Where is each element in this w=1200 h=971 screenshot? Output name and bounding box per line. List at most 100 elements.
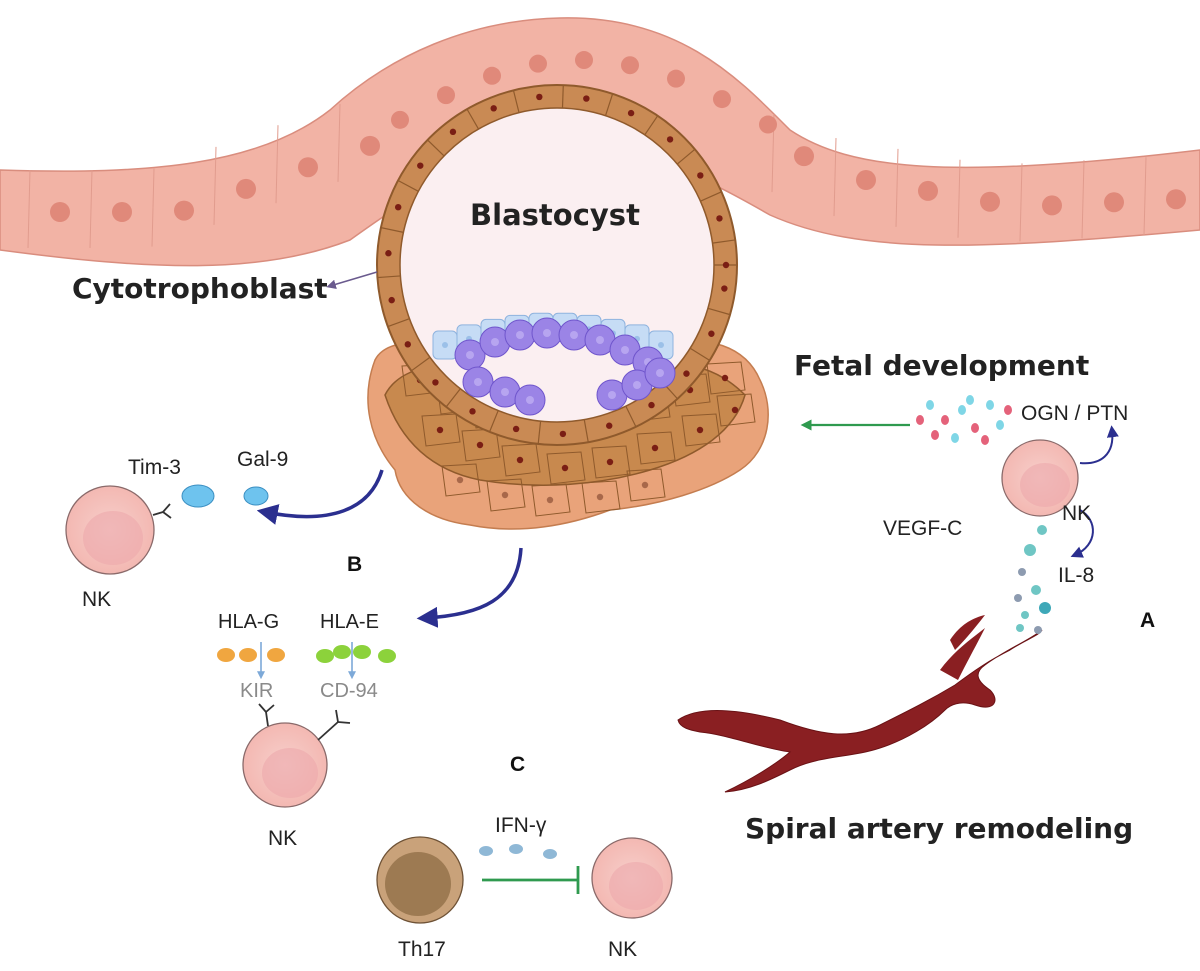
trophoblast-nucleus bbox=[417, 162, 424, 169]
cd94-receptor bbox=[317, 709, 351, 741]
spiral-artery-label: Spiral artery remodeling bbox=[745, 812, 1133, 845]
cytotrophoblast-arrow bbox=[326, 271, 378, 289]
kir-label: KIR bbox=[240, 680, 273, 702]
epithelial-cell-border bbox=[275, 125, 279, 204]
secretion-particle bbox=[958, 405, 966, 415]
trophoblast-cell-border bbox=[512, 90, 520, 113]
epithelial-cell-border bbox=[895, 148, 899, 227]
trophoblast-cell-border bbox=[700, 191, 722, 202]
nk-bottom-label: NK bbox=[608, 938, 637, 961]
hla-arrow bbox=[416, 547, 523, 628]
trophoblast-cell-border bbox=[427, 139, 445, 157]
trophoblast-cell bbox=[706, 361, 746, 395]
vegf-particle bbox=[1018, 568, 1026, 576]
blastocyst bbox=[376, 84, 738, 446]
epithelial-nucleus bbox=[529, 54, 547, 73]
trophoblast-nucleus bbox=[708, 330, 715, 337]
vegf-particle bbox=[1034, 626, 1042, 634]
nk-cell-left bbox=[65, 485, 155, 575]
trophoblast-cell-border bbox=[380, 226, 404, 233]
il8-label: IL-8 bbox=[1058, 564, 1094, 587]
trophoblast-cell-border bbox=[411, 356, 431, 372]
hypoblast-nucleus bbox=[621, 346, 629, 354]
epithelial-nucleus bbox=[980, 191, 1000, 212]
tag-b: B bbox=[347, 553, 362, 576]
th17-inhibits-nk bbox=[482, 866, 580, 894]
trophoblast-cell bbox=[681, 413, 721, 447]
epithelial-cell-border bbox=[27, 169, 31, 249]
trophoblast-cell-border bbox=[625, 405, 637, 428]
trophoblast-cell bbox=[501, 443, 541, 477]
tim3-label: Tim-3 bbox=[128, 456, 181, 479]
fetal-development-secretions bbox=[916, 395, 1012, 445]
trophoblast-nucleus bbox=[469, 408, 476, 415]
epithelial-nucleus bbox=[391, 110, 409, 129]
vegf-particle bbox=[1021, 611, 1029, 619]
hypoblast-nucleus bbox=[596, 336, 604, 344]
hypoblast-nucleus bbox=[543, 329, 551, 337]
hypoblast-nucleus bbox=[526, 396, 534, 404]
nk-cell-middle bbox=[242, 722, 328, 808]
secretion-particle bbox=[971, 423, 979, 433]
trophoblast-nucleus bbox=[666, 136, 674, 143]
epithelial-nucleus bbox=[437, 86, 455, 105]
trophoblast-nucleus bbox=[627, 109, 635, 117]
vegf-il8-secretion bbox=[1014, 525, 1051, 634]
secretion-particle bbox=[951, 433, 959, 443]
secretion-particle bbox=[931, 430, 939, 440]
trophoblast-cell-border bbox=[644, 115, 659, 136]
epithelial-nucleus bbox=[667, 69, 685, 88]
hla-e-molecules bbox=[316, 645, 396, 663]
trophoblast-nucleus bbox=[512, 425, 520, 433]
nk-right-label: NK bbox=[1062, 502, 1091, 525]
hypoblast-nucleus bbox=[608, 391, 616, 399]
epithelial-nucleus bbox=[174, 200, 194, 221]
trophoblast-nucleus bbox=[722, 261, 730, 269]
trophoblast-nucleus bbox=[721, 374, 729, 382]
trophoblast-cell bbox=[636, 431, 676, 465]
trophoblast-nucleus bbox=[596, 493, 604, 501]
vegf-particle bbox=[1024, 544, 1036, 556]
trophoblast-nucleus bbox=[449, 128, 457, 136]
secretion-particle bbox=[941, 415, 949, 425]
vegf-particle bbox=[1016, 624, 1024, 632]
trophoblast-nucleus bbox=[561, 464, 569, 472]
epithelial-nucleus bbox=[50, 202, 70, 222]
trophoblast-nucleus bbox=[516, 456, 524, 464]
cd94-label: CD-94 bbox=[320, 680, 378, 702]
trophoblast-cell-border bbox=[397, 179, 419, 192]
trophoblast-nucleus bbox=[697, 172, 704, 179]
epithelial-cell-border bbox=[89, 169, 93, 249]
epithelial-nucleus bbox=[1166, 189, 1186, 210]
trophoblast-nucleus bbox=[404, 341, 411, 348]
vegf-particle bbox=[1031, 585, 1041, 595]
nk-il8-arrow bbox=[1070, 509, 1094, 558]
hypoblast-nucleus bbox=[633, 381, 641, 389]
trophoblast-cell-border bbox=[377, 275, 401, 279]
trophoblast-nucleus bbox=[721, 285, 728, 292]
trophoblast-cell-border bbox=[712, 239, 736, 244]
trophoblast-nucleus bbox=[436, 426, 444, 434]
epithelial-nucleus bbox=[621, 56, 639, 75]
secretion-particle bbox=[1004, 405, 1012, 415]
trophoblast-nucleus bbox=[648, 401, 655, 409]
secretion-particle bbox=[916, 415, 924, 425]
epithelial-nucleus bbox=[360, 135, 380, 156]
trophoblast-cell-border bbox=[489, 410, 499, 433]
nk-cell-bottom bbox=[591, 837, 673, 919]
trophoblast-cell-border bbox=[707, 307, 731, 316]
trophoblast-nucleus bbox=[731, 406, 739, 414]
nk-cell-right bbox=[1001, 439, 1079, 517]
trophoblast-cell-border bbox=[689, 347, 710, 361]
epithelial-nucleus bbox=[236, 178, 256, 199]
epithelial-nucleus bbox=[575, 51, 593, 70]
trophoblast-cell bbox=[581, 480, 621, 514]
kir-receptor bbox=[258, 703, 275, 727]
blastocyst-label: Blastocyst bbox=[470, 198, 640, 232]
epithelial-cell-border bbox=[1143, 157, 1147, 236]
epithelial-nucleus bbox=[112, 202, 132, 222]
epithelial-nucleus bbox=[1104, 192, 1124, 213]
gal9-molecule bbox=[243, 486, 269, 506]
secretion-particle bbox=[966, 395, 974, 405]
